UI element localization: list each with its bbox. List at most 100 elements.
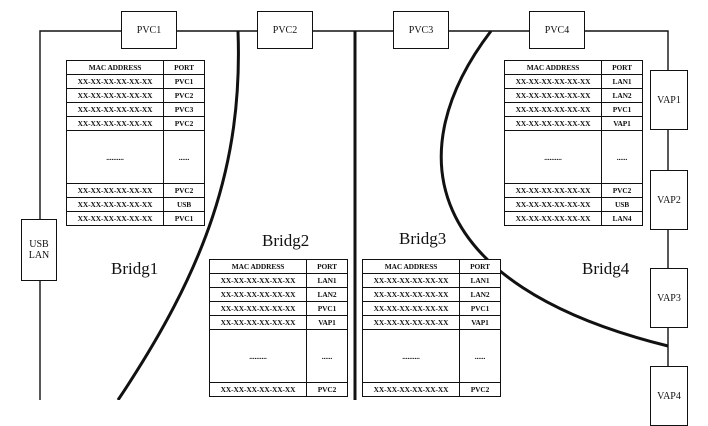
mac-address-cell: XX-XX-XX-XX-XX-XX bbox=[67, 103, 164, 117]
mac-address-cell: .......... bbox=[505, 131, 602, 184]
port-cell: USB bbox=[164, 198, 204, 212]
mac-address-cell: MAC ADDRESS bbox=[210, 260, 307, 274]
port-pvc2-label: PVC2 bbox=[272, 24, 298, 36]
mac-address-cell: XX-XX-XX-XX-XX-XX bbox=[363, 288, 460, 302]
port-cell: VAP1 bbox=[602, 117, 642, 131]
bridge-divider-1 bbox=[116, 30, 240, 400]
mac-address-cell: XX-XX-XX-XX-XX-XX bbox=[67, 184, 164, 198]
bridge-label-2: Bridg2 bbox=[262, 231, 310, 250]
port-cell: PVC2 bbox=[602, 184, 642, 198]
mac-address-cell: .......... bbox=[363, 330, 460, 383]
table-row: XX-XX-XX-XX-XX-XX PVC1 bbox=[67, 212, 204, 225]
port-cell: LAN2 bbox=[602, 89, 642, 103]
port-cell: PVC1 bbox=[164, 75, 204, 89]
port-cell: LAN1 bbox=[307, 274, 347, 288]
mac-address-cell: .......... bbox=[67, 131, 164, 184]
port-cell: ...... bbox=[307, 330, 347, 383]
mac-address-cell: XX-XX-XX-XX-XX-XX bbox=[363, 383, 460, 396]
mac-address-cell: XX-XX-XX-XX-XX-XX bbox=[210, 288, 307, 302]
port-vap3: VAP3 bbox=[650, 268, 688, 328]
mac-address-cell: XX-XX-XX-XX-XX-XX bbox=[67, 75, 164, 89]
mac-address-cell: XX-XX-XX-XX-XX-XX bbox=[210, 302, 307, 316]
port-vap2: VAP2 bbox=[650, 170, 688, 230]
mac-address-cell: MAC ADDRESS bbox=[505, 61, 602, 75]
table-ellipsis-row: ................ bbox=[363, 330, 500, 383]
bridge-label-3: Bridg3 bbox=[399, 229, 447, 248]
port-pvc4: PVC4 bbox=[529, 11, 585, 49]
port-cell: LAN1 bbox=[460, 274, 500, 288]
mac-address-cell: MAC ADDRESS bbox=[363, 260, 460, 274]
mac-address-cell: XX-XX-XX-XX-XX-XX bbox=[505, 117, 602, 131]
table-ellipsis-row: ................ bbox=[505, 131, 642, 184]
port-pvc2: PVC2 bbox=[257, 11, 313, 49]
port-cell: PVC3 bbox=[164, 103, 204, 117]
mac-address-cell: XX-XX-XX-XX-XX-XX bbox=[67, 89, 164, 103]
port-cell: PORT bbox=[307, 260, 347, 274]
port-cell: ...... bbox=[602, 131, 642, 184]
port-cell: PVC1 bbox=[307, 302, 347, 316]
port-cell: PVC2 bbox=[164, 184, 204, 198]
mac-address-cell: XX-XX-XX-XX-XX-XX bbox=[505, 89, 602, 103]
mac-address-cell: XX-XX-XX-XX-XX-XX bbox=[363, 302, 460, 316]
mac-address-cell: XX-XX-XX-XX-XX-XX bbox=[210, 383, 307, 396]
port-cell: PORT bbox=[602, 61, 642, 75]
mac-address-cell: XX-XX-XX-XX-XX-XX bbox=[505, 184, 602, 198]
port-cell: ...... bbox=[164, 131, 204, 184]
port-cell: PVC2 bbox=[164, 117, 204, 131]
mac-address-cell: XX-XX-XX-XX-XX-XX bbox=[505, 198, 602, 212]
bridge-diagram: PVC1 PVC2 PVC3 PVC4 USB LAN VAP1 VAP2 VA… bbox=[21, 11, 688, 426]
mac-address-cell: XX-XX-XX-XX-XX-XX bbox=[505, 75, 602, 89]
mac-address-cell: .......... bbox=[210, 330, 307, 383]
port-cell: PVC2 bbox=[317, 385, 337, 394]
mac-address-cell: XX-XX-XX-XX-XX-XX bbox=[67, 198, 164, 212]
port-cell: PORT bbox=[164, 61, 204, 75]
mac-address-cell: XX-XX-XX-XX-XX-XX bbox=[505, 212, 602, 225]
port-cell: LAN2 bbox=[460, 288, 500, 302]
port-pvc4-label: PVC4 bbox=[544, 24, 570, 36]
port-cell: VAP1 bbox=[460, 316, 500, 330]
mac-address-cell: XX-XX-XX-XX-XX-XX bbox=[210, 274, 307, 288]
mac-address-cell: XX-XX-XX-XX-XX-XX bbox=[67, 117, 164, 131]
port-cell: ...... bbox=[460, 330, 500, 383]
port-pvc3-label: PVC3 bbox=[408, 24, 434, 36]
mac-address-cell: XX-XX-XX-XX-XX-XX bbox=[67, 212, 164, 225]
table-row: XX-XX-XX-XX-XX-XX PVC2 bbox=[210, 383, 347, 396]
port-cell: PVC2 bbox=[164, 89, 204, 103]
mac-address-cell: XX-XX-XX-XX-XX-XX bbox=[210, 316, 307, 330]
port-cell: PVC1 bbox=[460, 302, 500, 316]
bridge-divider-3 bbox=[439, 30, 669, 348]
mac-address-cell: XX-XX-XX-XX-XX-XX bbox=[363, 274, 460, 288]
port-pvc1: PVC1 bbox=[121, 11, 177, 49]
port-vap1-label: VAP1 bbox=[657, 94, 681, 106]
port-vap3-label: VAP3 bbox=[657, 292, 681, 304]
port-vap4-label: VAP4 bbox=[657, 390, 681, 402]
mac-address-cell: MAC ADDRESS bbox=[67, 61, 164, 75]
port-usb-lan-label: USB LAN bbox=[28, 239, 50, 261]
port-cell: USB bbox=[602, 198, 642, 212]
port-cell: PVC1 bbox=[174, 214, 194, 223]
port-cell: VAP1 bbox=[307, 316, 347, 330]
